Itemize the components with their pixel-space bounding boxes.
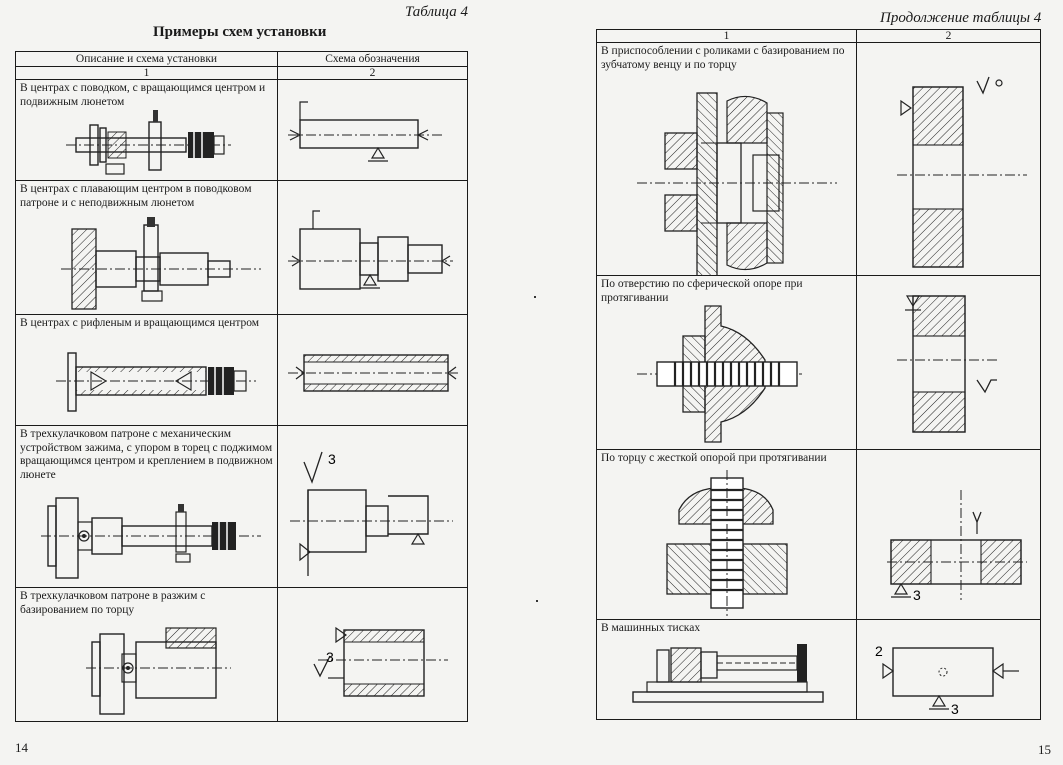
row-description: В центрах с поводком, с вращающимся цент…: [20, 82, 266, 108]
row-description: В трехкулачковом патроне в разжим с бази…: [20, 590, 206, 616]
scan-speck: [536, 600, 538, 602]
scheme-drawing: [288, 101, 443, 162]
table-label: Таблица 4: [405, 4, 468, 20]
row-description: В центрах с рифленым и вращающимся центр…: [20, 317, 260, 329]
setup-drawing: [637, 92, 837, 276]
scheme-drawing: [897, 76, 1027, 268]
page-title: Примеры схем установки: [153, 24, 327, 40]
table-row: В трехкулачковом патроне в разжим с бази…: [15, 587, 468, 722]
setup-drawing: [666, 470, 788, 616]
table-row: В центрах с плавающим центром в поводков…: [15, 180, 468, 315]
support-mark: 3: [326, 649, 334, 665]
setup-drawing: [61, 217, 261, 310]
row-description: По торцу с жесткой опорой при протягиван…: [601, 452, 827, 464]
col-number: 2: [277, 66, 468, 80]
setup-drawing: [632, 644, 824, 703]
col-number: 1: [596, 29, 857, 43]
col-header-description: Описание и схема установки: [15, 51, 278, 67]
setup-drawing: [56, 352, 256, 412]
support-mark: 3: [951, 701, 959, 717]
table-row: В машинных тисках 2: [596, 619, 1041, 720]
page-number: 15: [1038, 742, 1051, 757]
row-description: В трехкулачковом патроне с механическим …: [20, 428, 273, 481]
col-number: 2: [856, 29, 1041, 43]
table-row: По отверстию по сферической опоре при пр…: [596, 275, 1041, 450]
setup-drawing: [637, 305, 802, 443]
table-row: В трехкулачковом патроне с механическим …: [15, 425, 468, 588]
scheme-drawing: 3: [290, 451, 453, 576]
col-number: 1: [15, 66, 278, 80]
setup-table-right: 1 2 В приспособлении с роликами с базиро…: [596, 29, 1041, 720]
setup-drawing: [86, 627, 231, 715]
setup-drawing: [66, 110, 231, 175]
table-row: В центрах с рифленым и вращающимся центр…: [15, 314, 468, 426]
setup-drawing: [41, 497, 261, 579]
support-mark: 3: [328, 451, 336, 467]
scheme-drawing: 2 3: [875, 643, 1019, 717]
scheme-drawing: [288, 210, 453, 290]
table-row: В приспособлении с роликами с базировани…: [596, 42, 1041, 276]
row-description: В машинных тисках: [601, 622, 701, 634]
col-header-scheme: Схема обозначения: [277, 51, 468, 67]
row-description: По отверстию по сферической опоре при пр…: [601, 278, 803, 304]
support-mark: 3: [913, 587, 921, 603]
setup-table-left: Описание и схема установки Схема обознач…: [15, 51, 468, 722]
table-continuation-label: Продолжение таблицы 4: [880, 10, 1042, 26]
scheme-drawing: 3: [313, 626, 448, 697]
row-description: В центрах с плавающим центром в поводков…: [20, 183, 252, 209]
table-row: По торцу с жесткой опорой при протягиван…: [596, 449, 1041, 620]
scheme-drawing: [288, 354, 458, 392]
table-row: В центрах с поводком, с вращающимся цент…: [15, 79, 468, 181]
support-mark: 2: [875, 643, 883, 659]
row-description: В приспособлении с роликами с базировани…: [601, 45, 845, 71]
scheme-drawing: [897, 295, 997, 433]
scan-speck: [534, 296, 536, 298]
scheme-drawing: 3: [887, 490, 1027, 603]
page-number: 14: [15, 740, 28, 755]
